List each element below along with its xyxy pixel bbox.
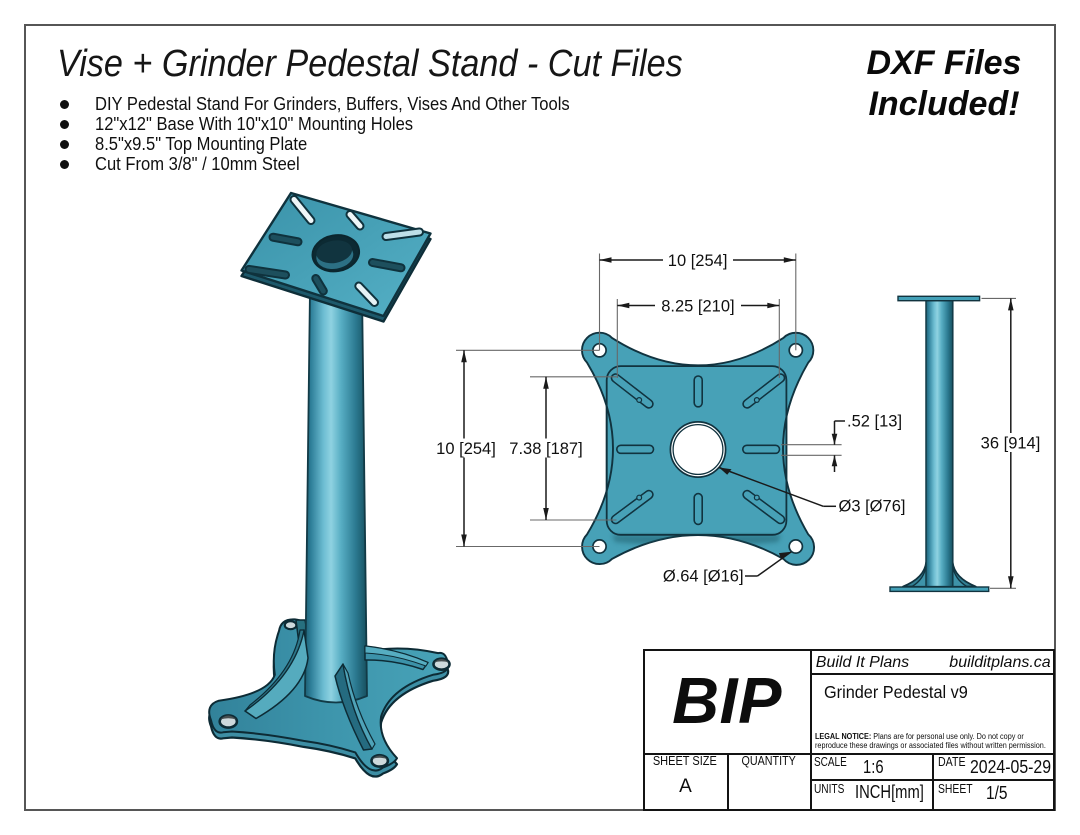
svg-text:.52 [13]: .52 [13]	[847, 412, 902, 430]
svg-text:Ø3 [Ø76]: Ø3 [Ø76]	[839, 498, 906, 516]
svg-text:7.38 [187]: 7.38 [187]	[509, 440, 582, 458]
svg-text:8.25 [210]: 8.25 [210]	[661, 297, 734, 315]
svg-text:10 [254]: 10 [254]	[668, 252, 728, 270]
svg-text:36 [914]: 36 [914]	[981, 435, 1041, 453]
svg-text:10 [254]: 10 [254]	[436, 440, 496, 458]
svg-text:Ø.64 [Ø16]: Ø.64 [Ø16]	[663, 568, 744, 586]
